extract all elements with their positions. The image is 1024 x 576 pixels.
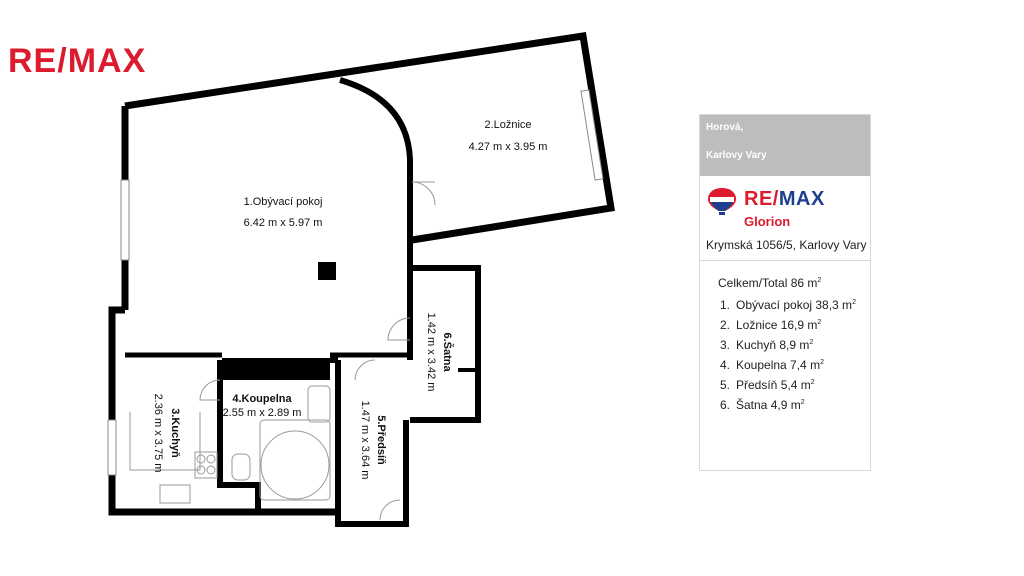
brand-name: RE/MAX [744, 188, 825, 211]
brand-name-max: MAX [778, 188, 825, 210]
area-summary: Celkem/Total 86 m2 1.Obývací pokoj 38,3 … [700, 261, 870, 414]
wall-bathroom [217, 360, 261, 512]
room-name-4: 4.Koupelna [232, 393, 292, 405]
room-dims-3: 2.36 m x 3.75 m [152, 394, 164, 473]
room-label-5: 5.Předsíň 1.47 m x 3.64 m [359, 401, 387, 480]
bathtub [259, 419, 331, 501]
sink-kitchen [159, 484, 191, 504]
bathroom-top-wall [222, 358, 330, 380]
room-dims-1: 6.42 m x 5.97 m [244, 217, 323, 229]
wall-predsin [335, 360, 409, 527]
logo-slash: / [57, 42, 68, 80]
room-label-6: 6.Šatna 1.42 m x 3.42 m [425, 313, 454, 392]
location-street: Horová, [706, 122, 744, 133]
room-label-4: 4.Koupelna 2.55 m x 2.89 m [223, 393, 302, 419]
location-city: Karlovy Vary [706, 150, 767, 161]
toilet [231, 453, 251, 481]
window-living [120, 179, 130, 261]
balloon-logo-icon [708, 188, 736, 215]
outer-wall-bump [108, 306, 338, 516]
room-name-2: 2.Ložnice [484, 119, 531, 131]
total-area-label: Celkem/Total 86 m [718, 276, 818, 290]
office-name: Glorion [744, 214, 791, 229]
office-address: Krymská 1056/5, Karlovy Vary [706, 238, 867, 252]
door-bedroom [411, 181, 436, 206]
shower-drain [260, 430, 330, 500]
room-label-1: 1.Obývací pokoj 6.42 m x 5.97 m [244, 196, 323, 229]
room-label-3: 3.Kuchyň 2.36 m x 3.75 m [152, 394, 181, 473]
wall-satna [410, 265, 481, 423]
total-area-sup: 2 [817, 277, 822, 284]
room-dims-2: 4.27 m x 3.95 m [469, 141, 548, 153]
list-item: 6.Šatna 4,9 m2 [720, 398, 805, 412]
list-item: 4.Koupelna 7,4 m2 [720, 358, 824, 372]
door-predsin [354, 359, 376, 381]
list-item: 5.Předsíň 5,4 m2 [720, 378, 815, 392]
kitchen-counter [129, 412, 201, 471]
list-item: 2.Ložnice 16,9 m2 [720, 318, 822, 332]
room-dims-6: 1.42 m x 3.42 m [425, 313, 437, 392]
room-area-list: 1.Obývací pokoj 38,3 m2 2.Ložnice 16,9 m… [706, 294, 870, 414]
door-satna [387, 317, 411, 341]
outer-wall-north [124, 32, 616, 244]
remax-logo: RE/MAX [8, 44, 146, 78]
location-header: Horová, Karlovy Vary [700, 115, 870, 176]
logo-text-re: RE [8, 42, 58, 80]
door-bathroom [199, 379, 221, 401]
room-name-3: 3.Kuchyň [169, 408, 181, 458]
room-dims-5: 1.47 m x 3.64 m [359, 401, 371, 480]
window-bedroom [580, 89, 604, 181]
chimney [318, 262, 336, 280]
list-item: 1.Obývací pokoj 38,3 m2 [720, 298, 856, 312]
list-item: 3.Kuchyň 8,9 m2 [720, 338, 814, 352]
door-entrance [379, 499, 401, 521]
room-name-1: 1.Obývací pokoj [244, 196, 323, 208]
stove [194, 451, 218, 479]
room-name-5: 5.Předsíň [375, 415, 387, 465]
partition-living-bedroom [339, 77, 413, 360]
room-dims-4: 2.55 m x 2.89 m [223, 407, 302, 419]
room-name-6: 6.Šatna [441, 332, 454, 372]
total-area: Celkem/Total 86 m2 [706, 276, 870, 290]
brand-block: RE/MAX Glorion Krymská 1056/5, Karlovy V… [700, 176, 870, 261]
window-kitchen [107, 419, 117, 476]
info-card: Horová, Karlovy Vary RE/MAX Glorion Krym… [699, 114, 871, 471]
room-label-2: 2.Ložnice 4.27 m x 3.95 m [469, 119, 548, 153]
washbasin [307, 385, 331, 423]
logo-text-max: MAX [67, 42, 147, 80]
brand-name-re: RE/ [744, 188, 779, 210]
